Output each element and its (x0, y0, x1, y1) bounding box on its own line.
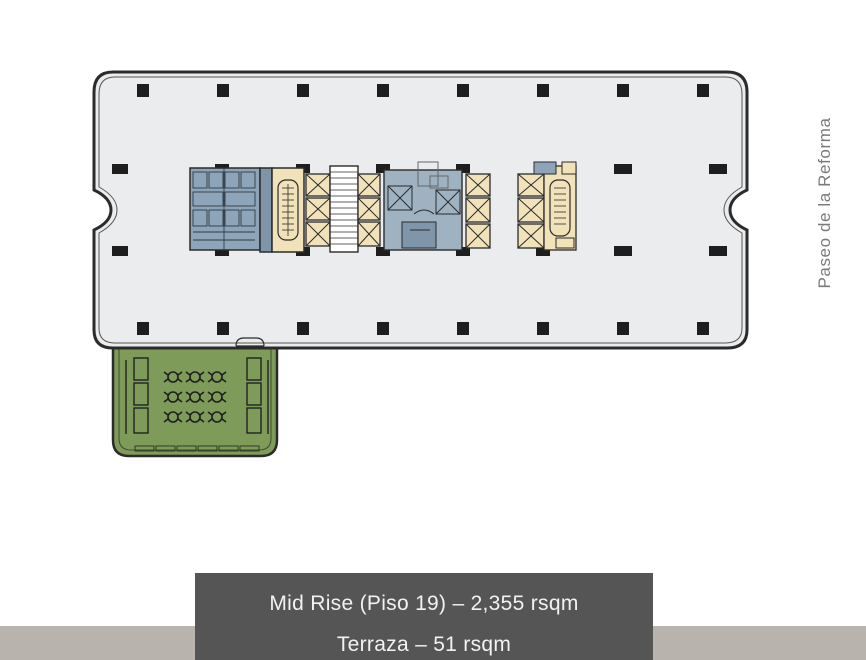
core-stair-west (259, 167, 305, 253)
core-elevators-west (305, 173, 331, 247)
core-secondary (517, 161, 577, 251)
core-service (383, 161, 463, 251)
floor-caption: Mid Rise (Piso 19) – 2,355 rsqm Terraza … (195, 573, 653, 660)
terrace-planters (134, 445, 260, 452)
core-shaft (329, 165, 359, 253)
floor-area-label: Mid Rise (Piso 19) – 2,355 rsqm (269, 592, 579, 615)
street-label: Paseo de la Reforma (815, 117, 834, 289)
terrace-benches (125, 357, 269, 434)
core-restrooms (189, 167, 261, 251)
core-elevators-center (357, 173, 381, 247)
terrace (111, 338, 279, 458)
core-elevators-east (465, 173, 491, 249)
terrace-area-label: Terraza – 51 rsqm (336, 633, 512, 656)
terrace-tables (163, 371, 227, 423)
terrace-access (235, 337, 265, 347)
